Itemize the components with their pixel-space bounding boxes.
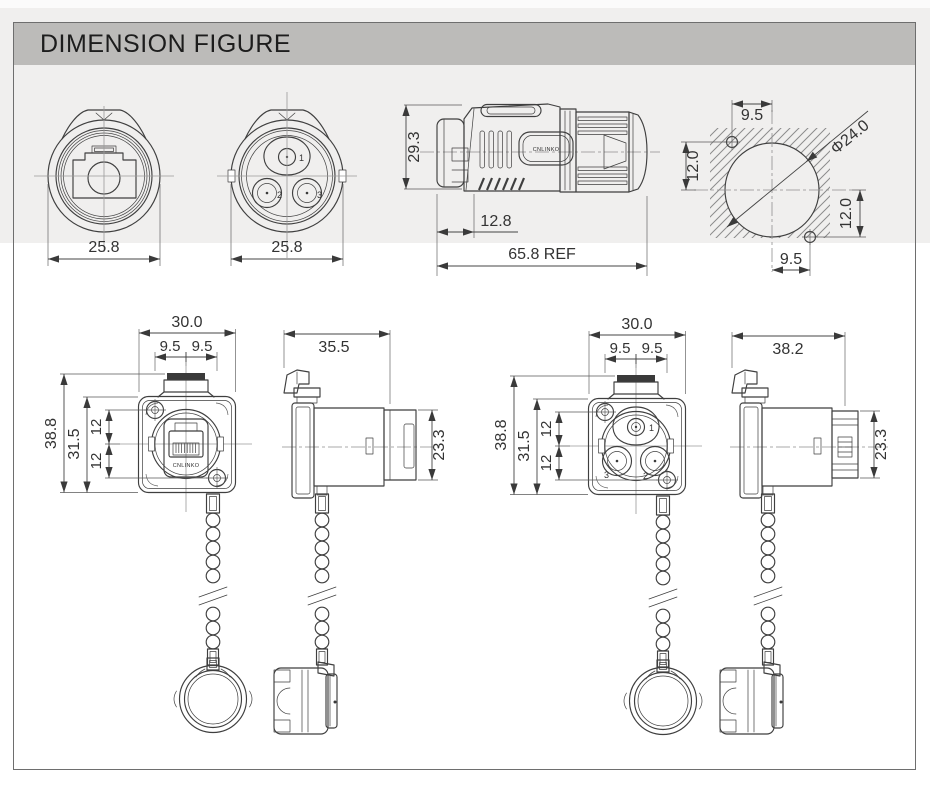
centerline-cross: [217, 92, 357, 258]
view-power-socket-side: 38.2 23.3: [719, 332, 890, 735]
dim-label-width: 30.0: [171, 314, 202, 331]
dim-label-screw-up: 12: [88, 419, 105, 436]
dim-label-total-height: 38.8: [493, 419, 510, 450]
brand-badge: CNLINKO: [518, 131, 574, 166]
view-power-socket-front: 1 3 2 30.0 9.5 9.5 38.8 31.: [493, 316, 703, 736]
dim-label-height: 29.3: [406, 131, 423, 162]
latch-slot: [167, 373, 205, 380]
rj45-jack: CNLINKO: [163, 418, 209, 478]
dim-label-offset-right: 9.5: [192, 338, 213, 355]
dim-label-flange-height: 31.5: [66, 428, 83, 459]
view-panel-cutout: Φ24.0 9.5 12.0 12.0 9.5: [681, 100, 873, 276]
dust-cap-side: [719, 661, 784, 735]
view-plug-side: CNLINKO 29.3 12.8 65.8 REF: [402, 103, 660, 276]
dim-label-total-height: 38.8: [43, 418, 60, 449]
dim-label-total-length: 65.8 REF: [508, 246, 576, 263]
latch-slot: [617, 375, 655, 382]
dim-label-width: 25.8: [271, 239, 302, 256]
socket-1: 1: [626, 417, 654, 437]
socket-2-label: 2: [643, 471, 648, 481]
dim-label-diameter: 23.3: [431, 429, 448, 460]
dim-label-diameter: Φ24.0: [828, 117, 873, 158]
page-title: DIMENSION FIGURE: [40, 30, 292, 58]
title-bar: DIMENSION FIGURE: [14, 23, 915, 65]
dim-label-screw-down: 12: [88, 453, 105, 470]
dim-label-screw-down: 12: [538, 455, 555, 472]
dim-label-width: 30.0: [621, 316, 652, 333]
socket-3-label: 3: [604, 470, 609, 480]
dust-cap-side: [273, 661, 338, 735]
view-rj45-socket-front: CNLINKO 30.0 9.5 9.5 38.8 31.5 12 12: [43, 314, 253, 734]
brand-logo-text: CNLINKO: [533, 147, 560, 153]
socket-3: 3: [601, 445, 633, 480]
dust-cap-front: [173, 657, 253, 734]
socket-2: 2: [639, 445, 671, 481]
pin-2: 2: [251, 177, 283, 209]
pin-3-label: 3: [317, 190, 322, 200]
socket-1-label: 1: [649, 423, 654, 433]
screw-bottom-right: [656, 469, 678, 491]
dim-label-length: 38.2: [772, 341, 803, 358]
pin-2-label: 2: [277, 190, 282, 200]
drawing-frame: [13, 22, 916, 770]
ball-chain: [648, 495, 678, 668]
centerline-cross: [34, 106, 174, 252]
panel-hatch: [710, 128, 830, 238]
screw-top-left: [594, 401, 616, 423]
dim-label-front-length: 12.8: [480, 213, 511, 230]
pin-1: 1: [277, 147, 304, 167]
view-power-plug-front: 1 2 3 25.8: [217, 92, 357, 266]
pin-3: 3: [291, 177, 323, 209]
dim-label-flange-height: 31.5: [516, 430, 533, 461]
page-top-strip: [0, 0, 930, 8]
ball-chain: [198, 493, 228, 666]
dim-label-offset-left: 9.5: [160, 338, 181, 355]
dim-label-bottom-offset: 9.5: [780, 251, 802, 268]
screw-hole-top-left: [724, 134, 740, 150]
dim-label-right-offset: 12.0: [838, 198, 855, 229]
pin-1-label: 1: [299, 153, 304, 163]
brand-logo-text: CNLINKO: [173, 463, 200, 469]
view-rj45-socket-side: 35.5 23.3: [273, 330, 448, 735]
rj45-keystone: [72, 145, 137, 199]
dim-label-offset-right: 9.5: [642, 340, 663, 357]
screw-bottom-right: [206, 467, 228, 489]
dim-label-offset-left: 9.5: [610, 340, 631, 357]
screw-top-left: [144, 399, 166, 421]
view-rj45-plug-front: 25.8: [34, 106, 174, 266]
dim-label-top-offset: 9.5: [741, 107, 763, 124]
dim-label-width: 25.8: [88, 239, 119, 256]
ball-chain: [753, 493, 783, 666]
screw-hole-bottom-right: [802, 229, 818, 245]
dim-label-left-offset: 12.0: [685, 150, 702, 181]
dim-label-length: 35.5: [318, 339, 349, 356]
dust-cap-front: [623, 659, 703, 736]
dim-label-diameter: 23.3: [873, 429, 890, 460]
ball-chain: [307, 493, 337, 666]
dim-label-screw-up: 12: [538, 421, 555, 438]
